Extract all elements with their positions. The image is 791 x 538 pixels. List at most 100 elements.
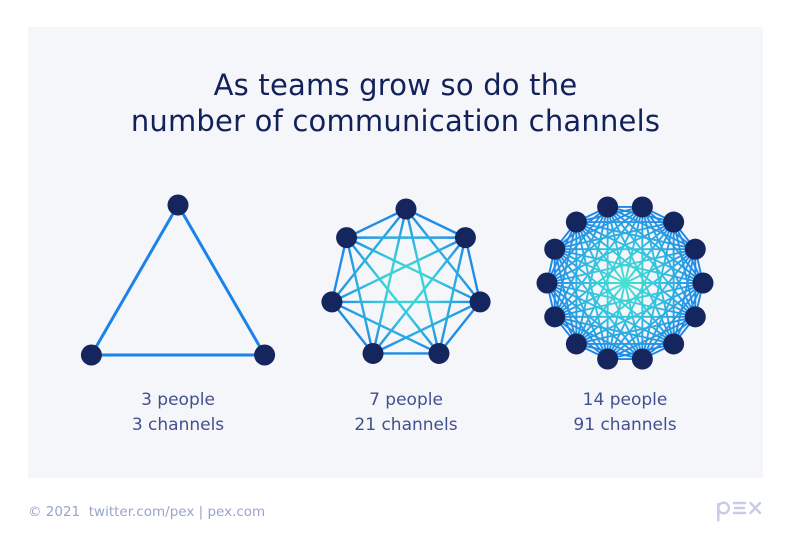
channel-edge bbox=[345, 237, 375, 354]
channel-edge bbox=[553, 248, 578, 345]
channel-edge bbox=[346, 236, 481, 303]
graph-14-people bbox=[536, 196, 714, 370]
channel-edge bbox=[553, 206, 609, 318]
channel-edge bbox=[546, 282, 696, 318]
channel-edge bbox=[641, 282, 704, 360]
person-node bbox=[684, 238, 706, 260]
channels-count-label: 3 channels bbox=[131, 415, 225, 435]
pex-logo-letter-e bbox=[732, 501, 747, 515]
channel-edge bbox=[641, 206, 675, 345]
channel-edge bbox=[554, 248, 704, 284]
channel-edge bbox=[331, 236, 466, 303]
channel-edge bbox=[438, 301, 482, 355]
channel-edge bbox=[606, 206, 697, 318]
person-node bbox=[428, 342, 450, 364]
channel-edge bbox=[607, 206, 704, 284]
person-node bbox=[80, 344, 102, 366]
channel-edge bbox=[554, 315, 643, 360]
person-node bbox=[631, 196, 653, 218]
person-node bbox=[565, 333, 587, 355]
person-node bbox=[362, 342, 384, 364]
person-node bbox=[684, 306, 706, 328]
channel-edge bbox=[607, 206, 696, 251]
graph-label-7-people: 7 people 21 channels bbox=[296, 388, 516, 438]
person-node bbox=[597, 196, 619, 218]
pex-logo-letter-x bbox=[749, 501, 762, 515]
channel-edge bbox=[575, 221, 609, 360]
person-node bbox=[692, 272, 714, 294]
copyright-text: © 2021 twitter.com/pex | pex.com bbox=[28, 504, 266, 520]
channel-edge bbox=[331, 300, 440, 355]
channel-edge bbox=[641, 206, 704, 284]
channel-edge bbox=[553, 206, 644, 318]
channel-edge bbox=[576, 221, 696, 251]
person-node bbox=[631, 348, 653, 370]
channel-edge bbox=[546, 282, 609, 360]
channel-edge bbox=[606, 248, 697, 360]
person-node bbox=[544, 306, 566, 328]
people-count-label: 3 people bbox=[141, 390, 215, 410]
channel-edge bbox=[437, 237, 467, 354]
channel-edge bbox=[575, 221, 704, 284]
channel-edge bbox=[404, 208, 441, 354]
person-node bbox=[336, 227, 358, 249]
people-count-label: 14 people bbox=[582, 390, 668, 410]
channel-edge bbox=[464, 237, 482, 303]
person-node bbox=[544, 238, 566, 260]
page-title: As teams grow so do the number of commun… bbox=[0, 67, 791, 139]
channel-edge bbox=[553, 248, 644, 360]
channel-edge bbox=[330, 301, 374, 355]
pex-logo-letter-p bbox=[717, 501, 731, 522]
person-node bbox=[167, 194, 189, 216]
channel-edge bbox=[372, 300, 481, 355]
graph-label-14-people: 14 people 91 channels bbox=[515, 388, 735, 438]
channel-edge bbox=[575, 282, 704, 345]
channel-edge bbox=[575, 206, 609, 345]
channels-count-label: 21 channels bbox=[354, 415, 458, 435]
person-node bbox=[321, 291, 343, 313]
channel-edge bbox=[345, 236, 440, 355]
person-node bbox=[597, 348, 619, 370]
channel-edge bbox=[372, 236, 467, 355]
channel-edge bbox=[553, 248, 609, 360]
channel-edge bbox=[554, 248, 675, 345]
channel-edge bbox=[405, 207, 466, 239]
title-line-1: As teams grow so do the bbox=[213, 68, 578, 102]
channel-edge bbox=[607, 315, 696, 360]
person-node bbox=[663, 211, 685, 233]
channels-count-label: 91 channels bbox=[573, 415, 677, 435]
graph-label-3-people: 3 people 3 channels bbox=[68, 388, 288, 438]
channel-edge bbox=[554, 206, 643, 251]
person-node bbox=[536, 272, 558, 294]
channel-edge bbox=[176, 204, 266, 356]
person-node bbox=[454, 227, 476, 249]
channel-edge bbox=[672, 221, 697, 318]
channel-edge bbox=[546, 282, 643, 360]
person-node bbox=[565, 211, 587, 233]
channel-edge bbox=[330, 208, 407, 303]
channel-edge bbox=[575, 221, 644, 360]
channel-edge bbox=[553, 221, 578, 318]
person-node bbox=[469, 291, 491, 313]
title-line-2: number of communication channels bbox=[130, 104, 661, 138]
channel-edge bbox=[554, 315, 674, 345]
channel-edge bbox=[330, 237, 348, 303]
channel-edge bbox=[672, 248, 697, 345]
people-count-label: 7 people bbox=[369, 390, 443, 410]
channel-edge bbox=[405, 208, 482, 303]
channel-edge bbox=[641, 221, 675, 360]
channel-edge bbox=[546, 282, 675, 345]
person-node bbox=[395, 198, 417, 220]
channel-edge bbox=[546, 221, 675, 284]
channel-edge bbox=[606, 206, 644, 360]
channel-edge bbox=[606, 206, 675, 345]
person-node bbox=[254, 344, 276, 366]
graph-7-people bbox=[321, 198, 491, 364]
channel-edge bbox=[90, 204, 180, 356]
channel-edge bbox=[546, 206, 609, 284]
graph-3-people bbox=[80, 194, 276, 366]
channel-edge bbox=[371, 208, 408, 354]
person-node bbox=[663, 333, 685, 355]
channel-edge bbox=[346, 207, 407, 239]
